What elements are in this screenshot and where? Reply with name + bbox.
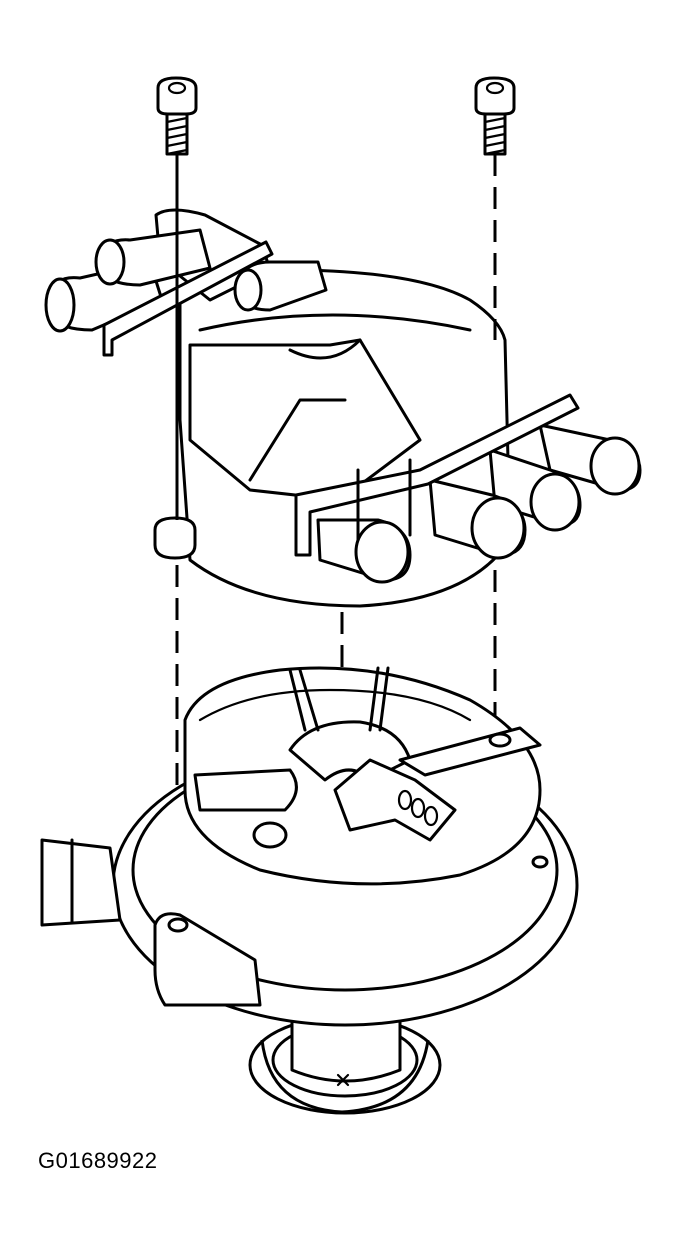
right-screw xyxy=(474,76,516,156)
distributor-cap xyxy=(44,208,642,608)
left-screw xyxy=(156,76,198,156)
distributor-housing xyxy=(40,666,579,1115)
figure-id-label: G01689922 xyxy=(38,1148,158,1173)
